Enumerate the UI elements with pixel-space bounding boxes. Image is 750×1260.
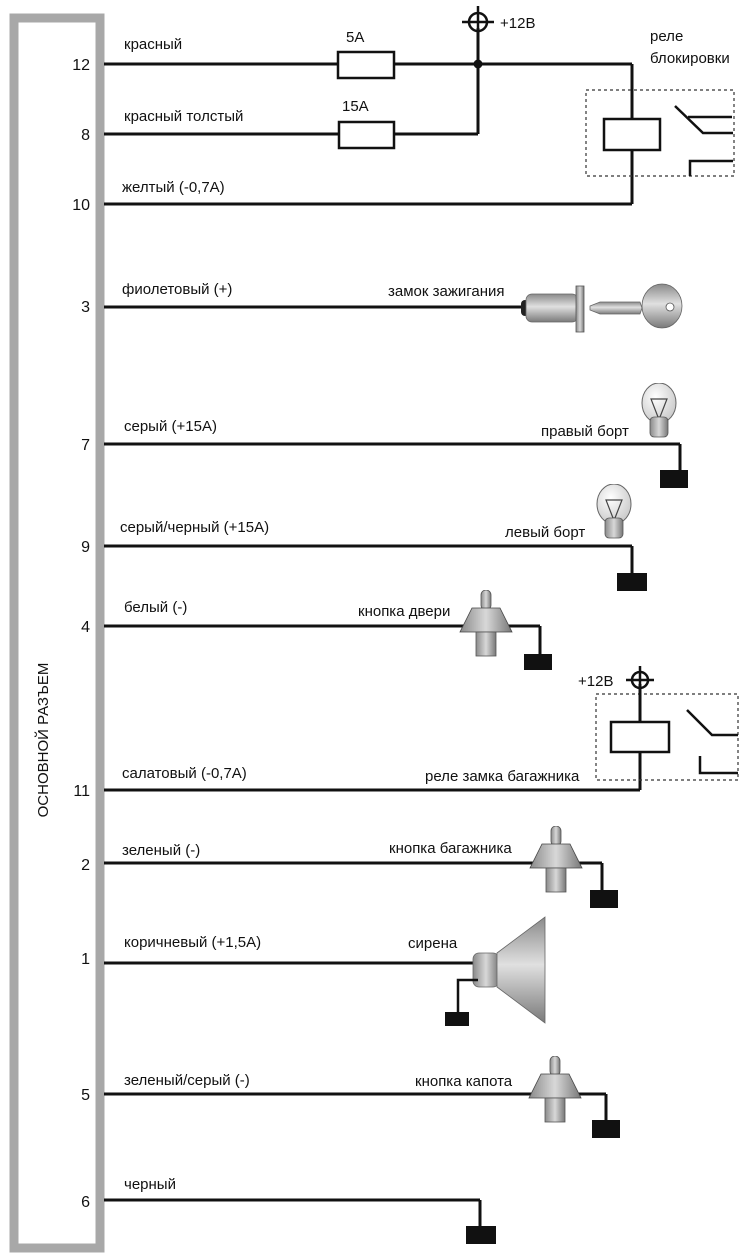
junction-dot [473, 59, 483, 69]
wire-label: белый (-) [124, 599, 187, 616]
door-button-label: кнопка двери [358, 603, 450, 620]
siren-circuit: сирена [104, 916, 546, 1026]
pin-6: 6 [81, 1194, 90, 1211]
wire-label: салатовый (-0,7А) [122, 765, 247, 782]
pin-numbers: 12 8 10 3 7 9 4 11 2 1 5 6 [72, 57, 90, 1211]
power-terminal-icon [626, 666, 654, 690]
block-relay-label: блокировки [650, 50, 730, 67]
left-side-lamp-circuit: левый борт [104, 484, 647, 591]
pin-5: 5 [81, 1087, 90, 1104]
wire-label: зеленый (-) [122, 842, 200, 859]
wire-label: зеленый/серый (-) [124, 1072, 250, 1089]
fuse-label: 15А [342, 98, 369, 115]
wire-labels: красный красный толстый желтый (-0,7А) ф… [120, 36, 269, 1193]
hood-button-label: кнопка капота [415, 1073, 513, 1090]
pin-4: 4 [81, 619, 90, 636]
key-icon [589, 283, 683, 329]
block-relay [585, 89, 735, 177]
pin-1: 1 [81, 951, 90, 968]
pin-12: 12 [72, 57, 90, 74]
siren-icon [472, 916, 546, 1024]
wire-label: красный [124, 36, 182, 53]
ground-icon [445, 1012, 469, 1026]
pin-11: 11 [73, 783, 90, 800]
relay-coil [602, 117, 662, 152]
pin-10: 10 [72, 197, 90, 214]
wire-label: фиолетовый (+) [122, 281, 232, 298]
power-label: +12В [500, 15, 535, 32]
fuse-label: 5А [346, 29, 364, 46]
left-side-label: левый борт [505, 524, 585, 541]
door-button-circuit: кнопка двери [104, 590, 552, 670]
pin-7: 7 [81, 437, 90, 454]
door-switch-icon [459, 590, 513, 657]
lamp-icon [641, 383, 677, 438]
lamp-icon [596, 484, 632, 539]
wire-label: серый (+15А) [124, 418, 217, 435]
wire-label: черный [124, 1176, 176, 1193]
fuse-15a [337, 120, 396, 150]
ground-icon [660, 470, 688, 488]
trunk-button-label: кнопка багажника [389, 840, 512, 857]
ground-icon [524, 654, 552, 670]
ground-icon [590, 890, 618, 908]
connector-frame [9, 13, 105, 1253]
ground-icon [592, 1120, 620, 1138]
trunk-button-circuit: кнопка багажника [104, 826, 618, 908]
hood-switch-icon [528, 1056, 582, 1123]
wire-label: красный толстый [124, 108, 243, 125]
wire-label: серый/черный (+15А) [120, 519, 269, 536]
trunk-relay-circuit: реле замка багажника +12В [104, 666, 739, 792]
ground-icon [466, 1226, 496, 1244]
power-label: +12В [578, 673, 613, 690]
fuse-5a [336, 50, 396, 80]
pin-3: 3 [81, 299, 90, 316]
block-relay-label: реле [650, 28, 683, 45]
ignition-circuit: замок зажигания [104, 283, 683, 333]
ground-circuit [104, 1198, 496, 1244]
right-side-lamp-circuit: правый борт [104, 383, 688, 488]
pin-2: 2 [81, 857, 90, 874]
connector-title: ОСНОВНОЙ РАЗЪЕМ [34, 663, 52, 818]
ground-icon [617, 573, 647, 591]
wire-label: желтый (-0,7А) [122, 179, 225, 196]
ignition-lock-icon [521, 285, 585, 333]
pin-9: 9 [81, 539, 90, 556]
relay-coil [609, 720, 671, 754]
right-side-label: правый борт [541, 423, 629, 440]
siren-label: сирена [408, 935, 458, 952]
hood-button-circuit: кнопка капота [104, 1056, 620, 1138]
trunk-relay-label: реле замка багажника [425, 768, 580, 785]
power-terminal-icon [462, 6, 494, 34]
pin-8: 8 [81, 127, 90, 144]
ignition-label: замок зажигания [388, 283, 505, 300]
trunk-switch-icon [529, 826, 583, 893]
wire-label: коричневый (+1,5А) [124, 934, 261, 951]
power-circuit: 5А 15А +12В реле блокировки [104, 6, 735, 206]
